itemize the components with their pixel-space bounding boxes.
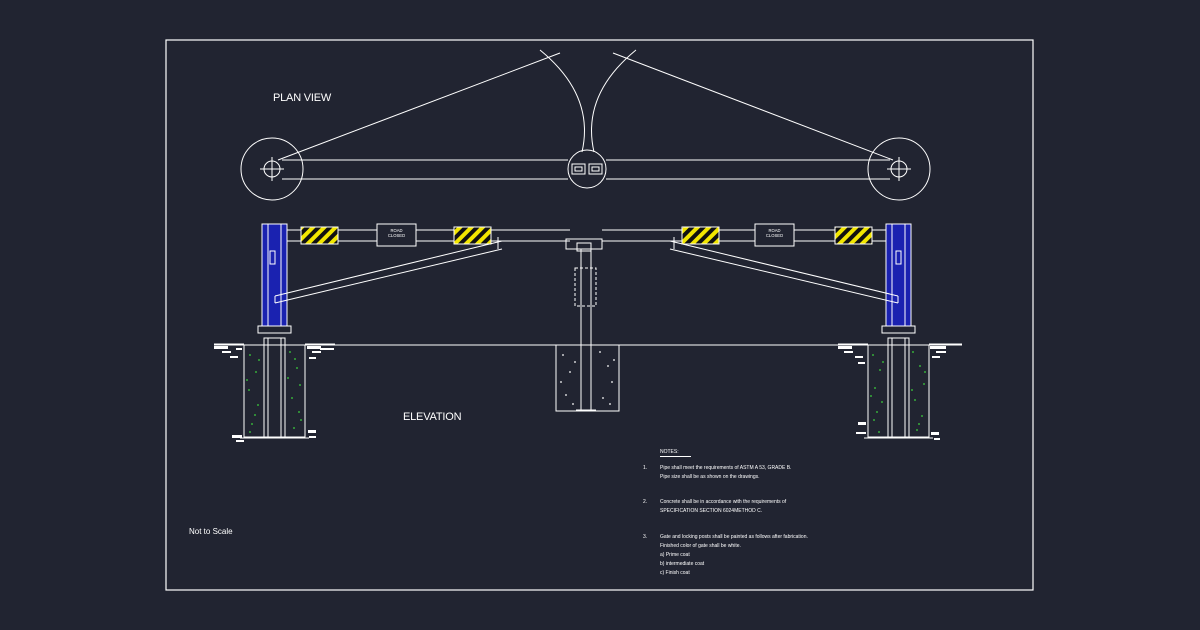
center-lock-head xyxy=(565,238,603,250)
right-diagonal-brace xyxy=(669,240,899,297)
right-hinge-circle xyxy=(867,137,931,201)
concrete-speckle xyxy=(246,351,926,433)
scale-note: Not to Scale xyxy=(189,527,233,536)
note-3-line-5: c) Finish coat xyxy=(660,570,690,576)
center-lock-body xyxy=(574,267,597,307)
plan-view-title: PLAN VIEW xyxy=(273,92,332,104)
sign-line-1: ROAD xyxy=(390,228,403,233)
note-number-2: 2. xyxy=(643,499,648,505)
center-lock-circle xyxy=(567,149,607,189)
plan-left-open-arm xyxy=(277,52,561,161)
plan-left-swing-arc xyxy=(539,49,585,153)
right-post-foot xyxy=(887,337,910,438)
note-number-3: 3. xyxy=(643,534,648,540)
road-closed-sign-left: ROAD CLOSED xyxy=(377,228,416,238)
right-post xyxy=(885,223,912,327)
plan-right-open-arm xyxy=(612,52,894,161)
road-closed-sign-left-box xyxy=(376,223,417,247)
note-3-line-4: b) intermediate coat xyxy=(660,561,705,567)
note-1-line-2: Pipe size shall be as shown on the drawi… xyxy=(660,474,760,480)
sign-line-1: ROAD xyxy=(768,228,781,233)
hazard-panel-3 xyxy=(681,226,720,245)
hazard-panel-4 xyxy=(834,226,873,245)
hazard-panel-1 xyxy=(300,226,339,245)
sheet-border xyxy=(165,39,1034,591)
road-closed-sign-right: ROAD CLOSED xyxy=(755,228,794,238)
notes-heading-underline xyxy=(660,456,691,457)
note-2-line-2: SPECIFICATION SECTION 6024METHOD C. xyxy=(660,508,763,514)
center-footing-speckle xyxy=(560,351,615,405)
center-footing xyxy=(555,344,620,412)
hazard-panel-2 xyxy=(453,226,492,245)
left-post xyxy=(261,223,288,327)
sign-line-2: CLOSED xyxy=(387,233,406,238)
elevation-title: ELEVATION xyxy=(403,411,462,423)
left-hinge-circle xyxy=(240,137,304,201)
plan-right-swing-arc xyxy=(591,49,637,153)
note-3-line-3: a) Prime coat xyxy=(660,552,690,558)
left-post-base-plate xyxy=(257,325,292,334)
right-footing xyxy=(867,344,930,438)
road-closed-sign-right-box xyxy=(754,223,795,247)
right-post-base-plate xyxy=(881,325,916,334)
sign-line-2: CLOSED xyxy=(765,233,784,238)
elevation xyxy=(214,223,962,439)
ground-hatching xyxy=(214,346,946,442)
left-diagonal-brace xyxy=(274,240,503,297)
plan-view xyxy=(240,49,931,201)
note-2-line-1: Concrete shall be in accordance with the… xyxy=(660,499,787,505)
note-3-line-2: Finished color of gate shall be white. xyxy=(660,543,741,549)
note-1-line-1: Pipe shall meet the requirements of ASTM… xyxy=(660,465,792,471)
notes-heading: NOTES: xyxy=(660,449,679,455)
left-post-foot xyxy=(263,337,286,438)
note-3-line-1: Gate and locking posts shall be painted … xyxy=(660,534,808,540)
note-number-1: 1. xyxy=(643,465,648,471)
